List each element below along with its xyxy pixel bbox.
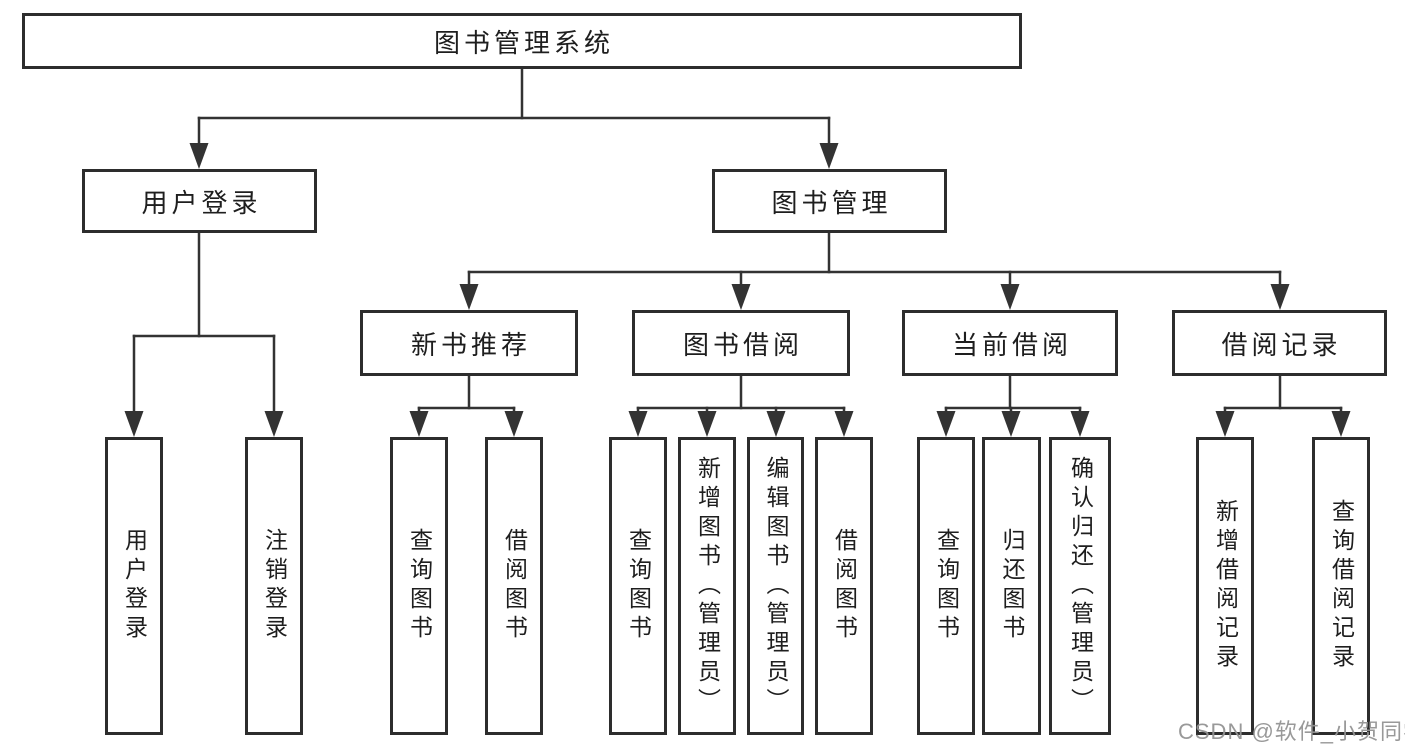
node-root: 图书管理系统 [22,13,1022,69]
leaf-records-query-record: 查询借阅记录 [1312,437,1370,735]
leaf-user-login: 用户登录 [105,437,163,735]
leaf-current-return-book: 归还图书 [982,437,1041,735]
leaf-newbook-borrow-book: 借阅图书 [485,437,543,735]
leaf-borrow-query-book: 查询图书 [609,437,667,735]
leaf-logout: 注销登录 [245,437,303,735]
node-book-management: 图书管理 [712,169,947,233]
leaf-borrow-edit-book-admin: 编辑图书（管理员） [747,437,804,735]
leaf-borrow-borrow-book: 借阅图书 [815,437,873,735]
node-user-login: 用户登录 [82,169,317,233]
leaf-borrow-add-book-admin: 新增图书（管理员） [678,437,736,735]
watermark: CSDN @软件_小贺同学 [1178,719,1405,744]
leaf-newbook-query-book: 查询图书 [390,437,448,735]
leaf-current-confirm-return-admin: 确认归还（管理员） [1049,437,1111,735]
node-book-borrow: 图书借阅 [632,310,850,376]
node-borrow-records: 借阅记录 [1172,310,1387,376]
leaf-records-add-record: 新增借阅记录 [1196,437,1254,735]
node-new-book-recommend: 新书推荐 [360,310,578,376]
node-current-borrow: 当前借阅 [902,310,1118,376]
leaf-current-query-book: 查询图书 [917,437,975,735]
